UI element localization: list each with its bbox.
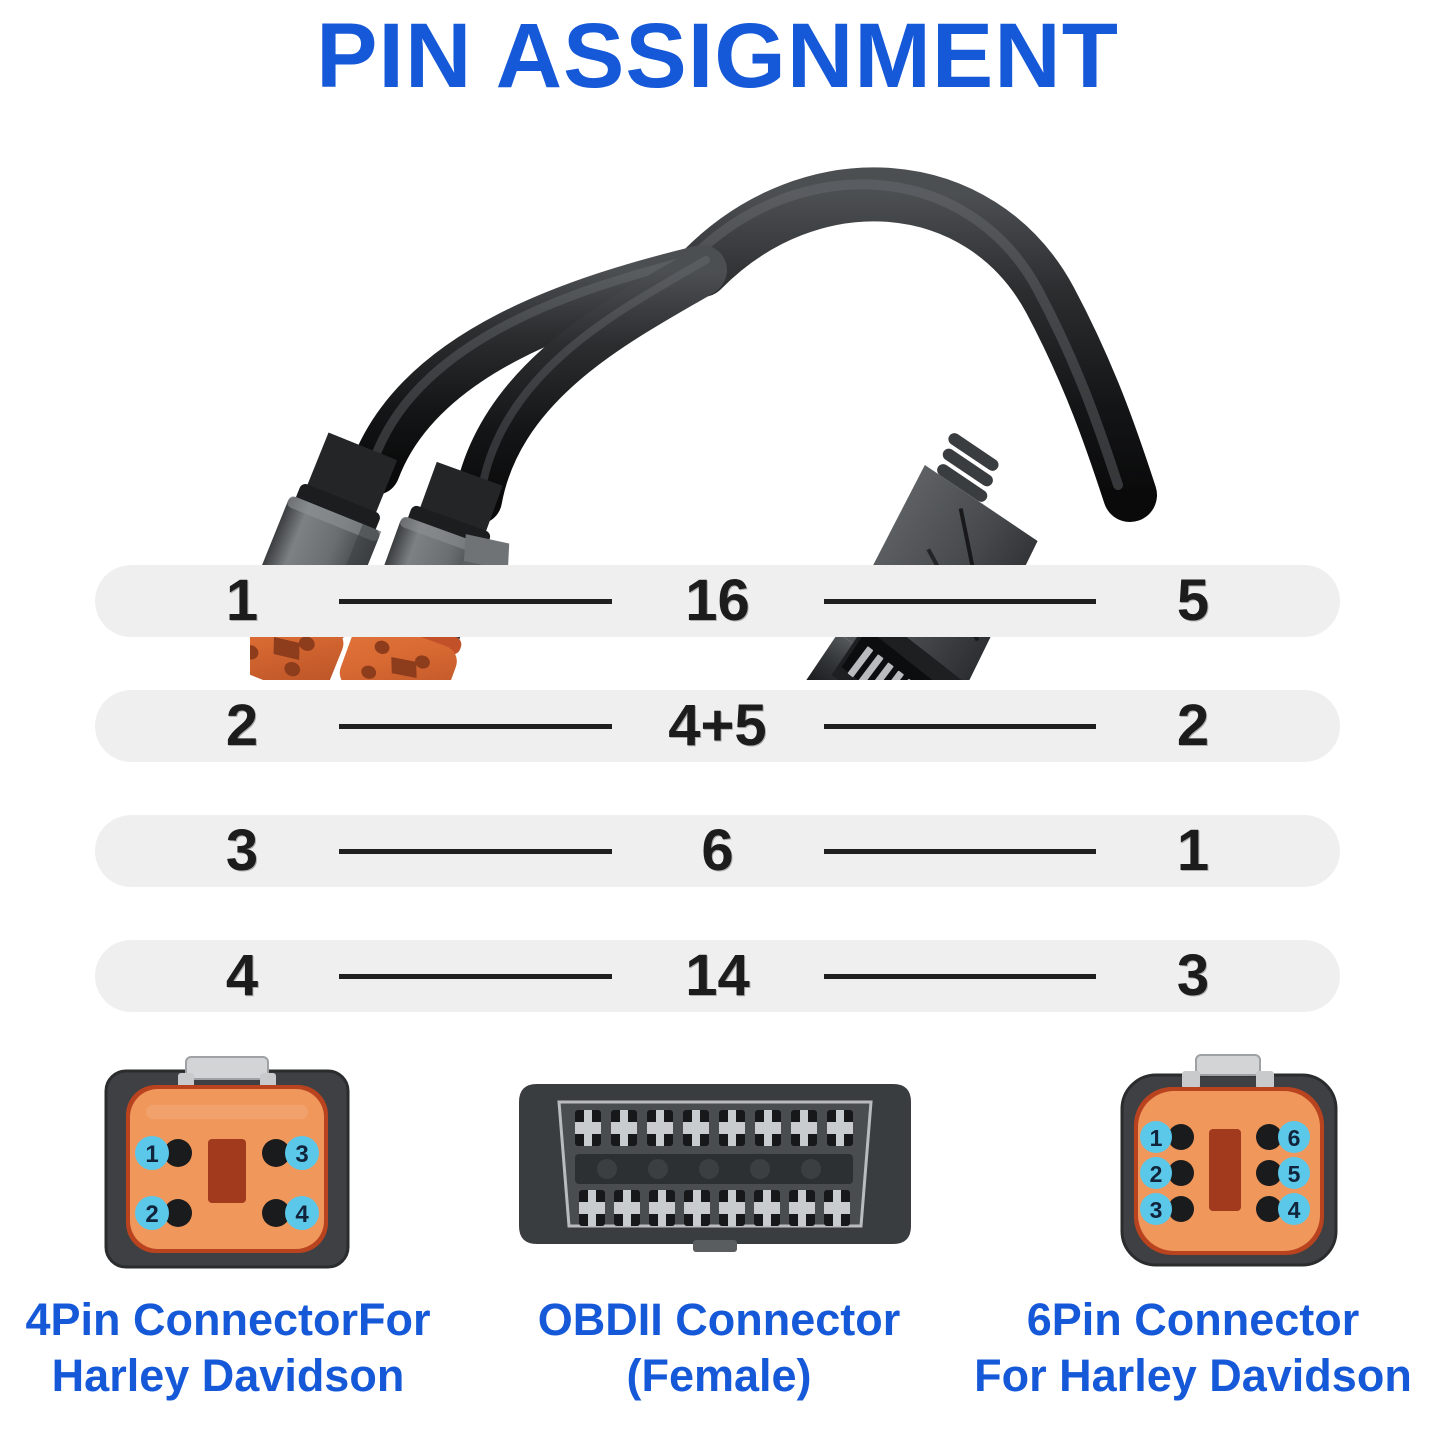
connector-diagram-4pin: 1 3 2 4: [98, 1053, 356, 1275]
caption-obdii-connector: OBDII Connector (Female): [480, 1292, 958, 1405]
pin-badge-4: 4: [295, 1201, 309, 1228]
pin-row: 3 6 1: [95, 815, 1340, 887]
connector-dash-left: [339, 848, 612, 854]
pin-badge-2: 2: [1150, 1161, 1163, 1187]
pin-badge-3: 3: [1150, 1197, 1163, 1223]
connector-dash-right: [823, 848, 1096, 854]
pin-left: 2: [225, 693, 259, 758]
pin-badge-2: 2: [145, 1201, 158, 1228]
pin-left: 3: [225, 818, 259, 883]
pin-row: 1 16 5: [95, 565, 1340, 637]
pin-assignment-rows: 1 16 5 2 4+5 2 3 6 1 4 14 3: [0, 565, 1435, 1065]
pin-middle: 16: [685, 568, 750, 633]
caption-line: For Harley Davidson: [974, 1350, 1412, 1402]
connector-dash-right: [823, 598, 1096, 604]
pin-middle: 14: [685, 943, 750, 1008]
connector-dash-left: [339, 723, 612, 729]
connector-diagram-6pin: 1 6 2 5 3 4: [1108, 1051, 1348, 1277]
caption-line: OBDII Connector: [537, 1294, 901, 1345]
pin-left: 4: [225, 943, 259, 1008]
connector-captions: 4Pin ConnectorFor Harley Davidson OBDII …: [0, 1292, 1435, 1435]
pin-badge-6: 6: [1288, 1125, 1301, 1151]
pin-left: 1: [225, 568, 259, 633]
connector-dash-left: [339, 598, 612, 604]
connector-diagram-obdii: [515, 1080, 915, 1270]
pin-badge-1: 1: [1150, 1125, 1163, 1151]
caption-6pin-connector: 6Pin Connector For Harley Davidson: [944, 1292, 1435, 1405]
caption-4pin-connector: 4Pin ConnectorFor Harley Davidson: [0, 1292, 462, 1405]
pin-row: 4 14 3: [95, 940, 1340, 1012]
pin-row: 2 4+5 2: [95, 690, 1340, 762]
pin-badge-4: 4: [1288, 1197, 1301, 1223]
pin-right: 5: [1176, 568, 1210, 633]
caption-line: 6Pin Connector: [1026, 1294, 1360, 1345]
connector-dash-left: [339, 973, 612, 979]
caption-line: 4Pin ConnectorFor: [25, 1294, 431, 1345]
pin-badge-1: 1: [145, 1141, 158, 1168]
pin-right: 3: [1176, 943, 1210, 1008]
connector-dash-right: [823, 973, 1096, 979]
pin-right: 1: [1176, 818, 1210, 883]
connector-diagrams: 1 3 2 4: [0, 1045, 1435, 1285]
pin-badge-5: 5: [1288, 1161, 1301, 1187]
pin-badge-3: 3: [295, 1141, 308, 1168]
connector-dash-right: [823, 723, 1096, 729]
pin-right: 2: [1176, 693, 1210, 758]
page-title: PIN ASSIGNMENT: [316, 5, 1119, 107]
pin-middle: 4+5: [668, 693, 767, 758]
caption-line: Harley Davidson: [51, 1350, 405, 1402]
pin-middle: 6: [701, 818, 734, 883]
caption-line: (Female): [626, 1350, 812, 1402]
